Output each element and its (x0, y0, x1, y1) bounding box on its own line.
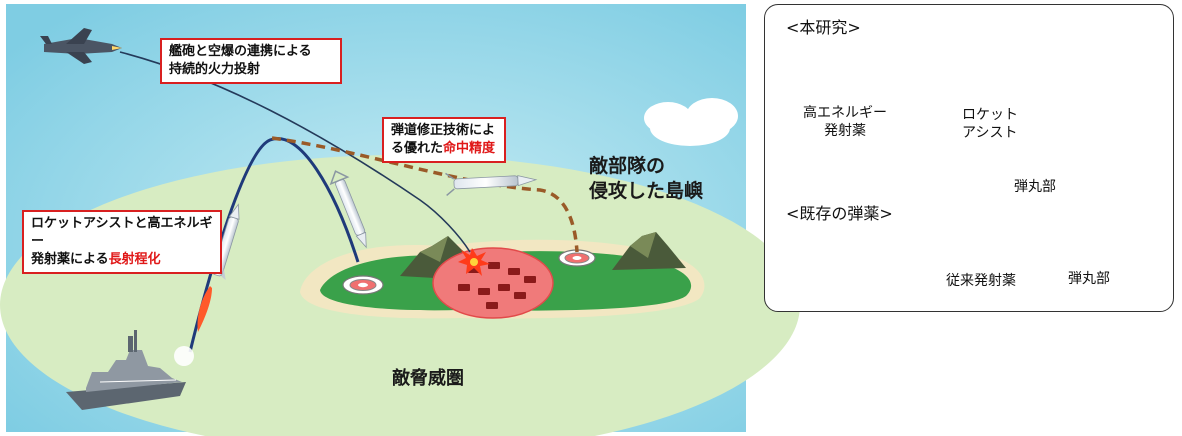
island-label-line2: 侵攻した島嶼 (589, 180, 704, 202)
propellant-label-line1: 高エネルギー (803, 105, 887, 121)
existing-heading: <既存の弾薬> (786, 204, 893, 223)
target-marker-left (342, 275, 384, 295)
ammunition-comparison-panel (764, 4, 1174, 312)
callout-range: ロケットアシストと高エネルギー 発射薬による長射程化 (22, 210, 222, 274)
rocket-flame (197, 286, 212, 332)
rocket-assist-label-line2: アシスト (962, 125, 1018, 141)
callout-fire-line2: 持続的火力投射 (169, 62, 261, 77)
threat-zone-label: 敵脅威圏 (392, 368, 464, 389)
target-marker-right (558, 249, 596, 267)
island-label-line1: 敵部隊の (589, 155, 666, 177)
fighter-jet (40, 28, 122, 64)
rocket-assist-label-line1: ロケット (962, 107, 1018, 123)
projectile-label-bottom: 弾丸部 (1068, 271, 1110, 287)
guided-trajectory (271, 136, 579, 253)
propellant-label-line2: 発射薬 (824, 123, 866, 139)
projectile-label-top: 弾丸部 (1014, 179, 1056, 195)
cloud (644, 98, 738, 146)
mountain-right (612, 232, 686, 270)
muzzle-smoke (174, 346, 194, 366)
conventional-propellant-label: 従来発射薬 (946, 273, 1016, 289)
rocket-assist-label: ロケット アシスト (962, 106, 1018, 142)
callout-fire-line1: 艦砲と空爆の連携による (169, 44, 312, 59)
callout-accuracy: 弾道修正技術によ る優れた命中精度 (382, 117, 506, 163)
callout-range-line1: ロケットアシストと高エネルギー (31, 216, 213, 249)
callout-accuracy-highlight: 命中精度 (443, 141, 496, 156)
research-heading: <本研究> (786, 18, 861, 37)
callout-range-highlight: 長射程化 (108, 252, 161, 267)
callout-fire-support: 艦砲と空爆の連携による 持続的火力投射 (160, 38, 342, 84)
shell-descending (329, 170, 367, 249)
target-zone (432, 247, 554, 319)
enemy-units (458, 262, 536, 309)
callout-accuracy-prefix: る優れた (391, 141, 444, 156)
shell-trajectory (188, 137, 360, 353)
explosion (458, 248, 490, 276)
warship (66, 330, 186, 410)
propellant-label: 高エネルギー 発射薬 (790, 104, 900, 140)
callout-accuracy-line1: 弾道修正技術によ (391, 123, 496, 138)
guided-shell (445, 172, 538, 196)
island-label: 敵部隊の 侵攻した島嶼 (589, 154, 703, 204)
callout-range-prefix: 発射薬による (31, 252, 109, 267)
